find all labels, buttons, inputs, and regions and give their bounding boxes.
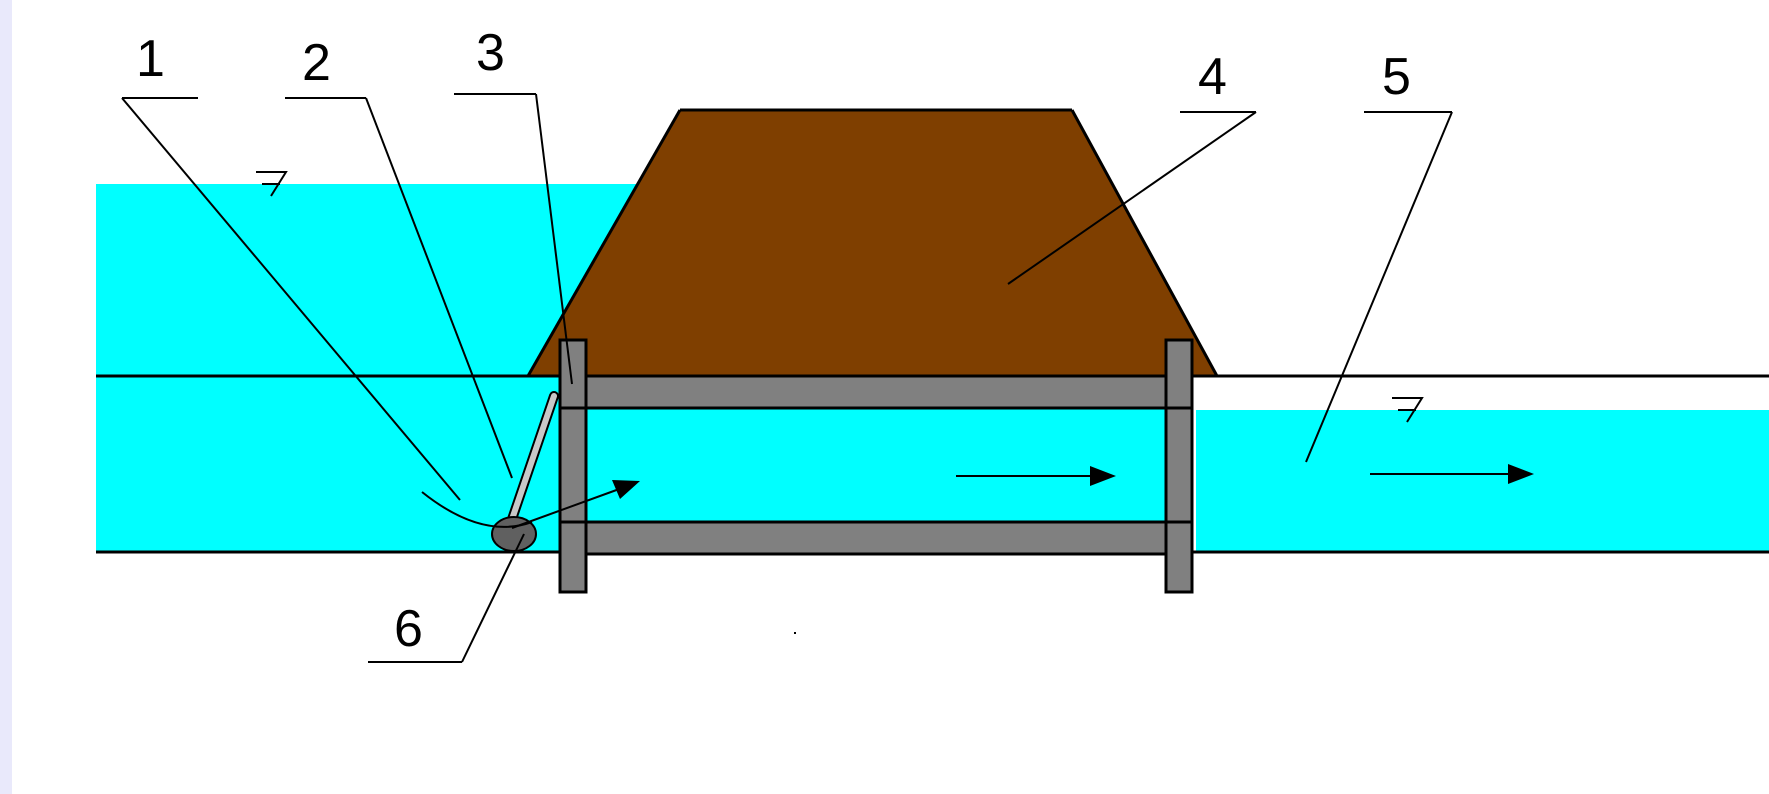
label-5: 5 (1382, 48, 1411, 106)
leader-6 (368, 533, 525, 663)
downstream-level-marker (1392, 397, 1424, 423)
flow-curve (421, 491, 533, 528)
label-2: 2 (302, 34, 331, 92)
leader-4 (1007, 111, 1257, 285)
label-6: 6 (394, 600, 423, 658)
culvert-diagram: 1 2 3 4 5 6 (12, 0, 1769, 794)
upstream-level-marker (256, 171, 288, 197)
diagram-svg: 1 2 3 4 5 6 (96, 24, 1769, 663)
downstream-water (1196, 410, 1769, 552)
label-1: 1 (136, 30, 165, 88)
label-3: 3 (476, 24, 505, 82)
leader-1 (121, 97, 461, 501)
float-ball (491, 516, 537, 552)
culvert-pipe (558, 338, 1194, 594)
leader-5 (1305, 111, 1453, 463)
flow-arrow-pipe (956, 466, 1116, 486)
label-4: 4 (1198, 48, 1227, 106)
embankment (528, 110, 1217, 376)
flow-arrow-inlet (511, 480, 640, 529)
leader-3 (454, 93, 573, 385)
leader-2 (285, 97, 513, 479)
flow-arrow-downstream (1370, 464, 1534, 484)
